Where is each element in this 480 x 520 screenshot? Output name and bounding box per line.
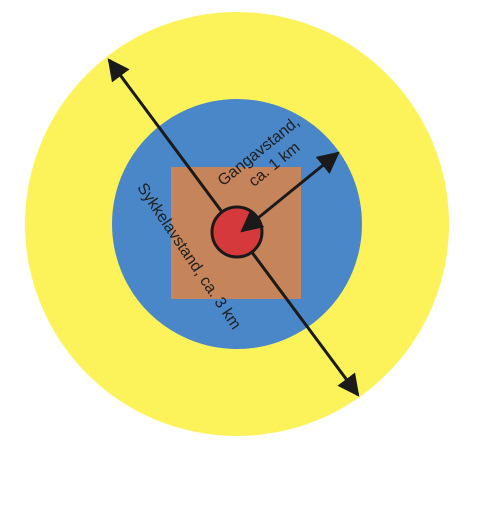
center-dot-icon — [210, 205, 264, 259]
walking-distance-arrow — [240, 151, 340, 233]
